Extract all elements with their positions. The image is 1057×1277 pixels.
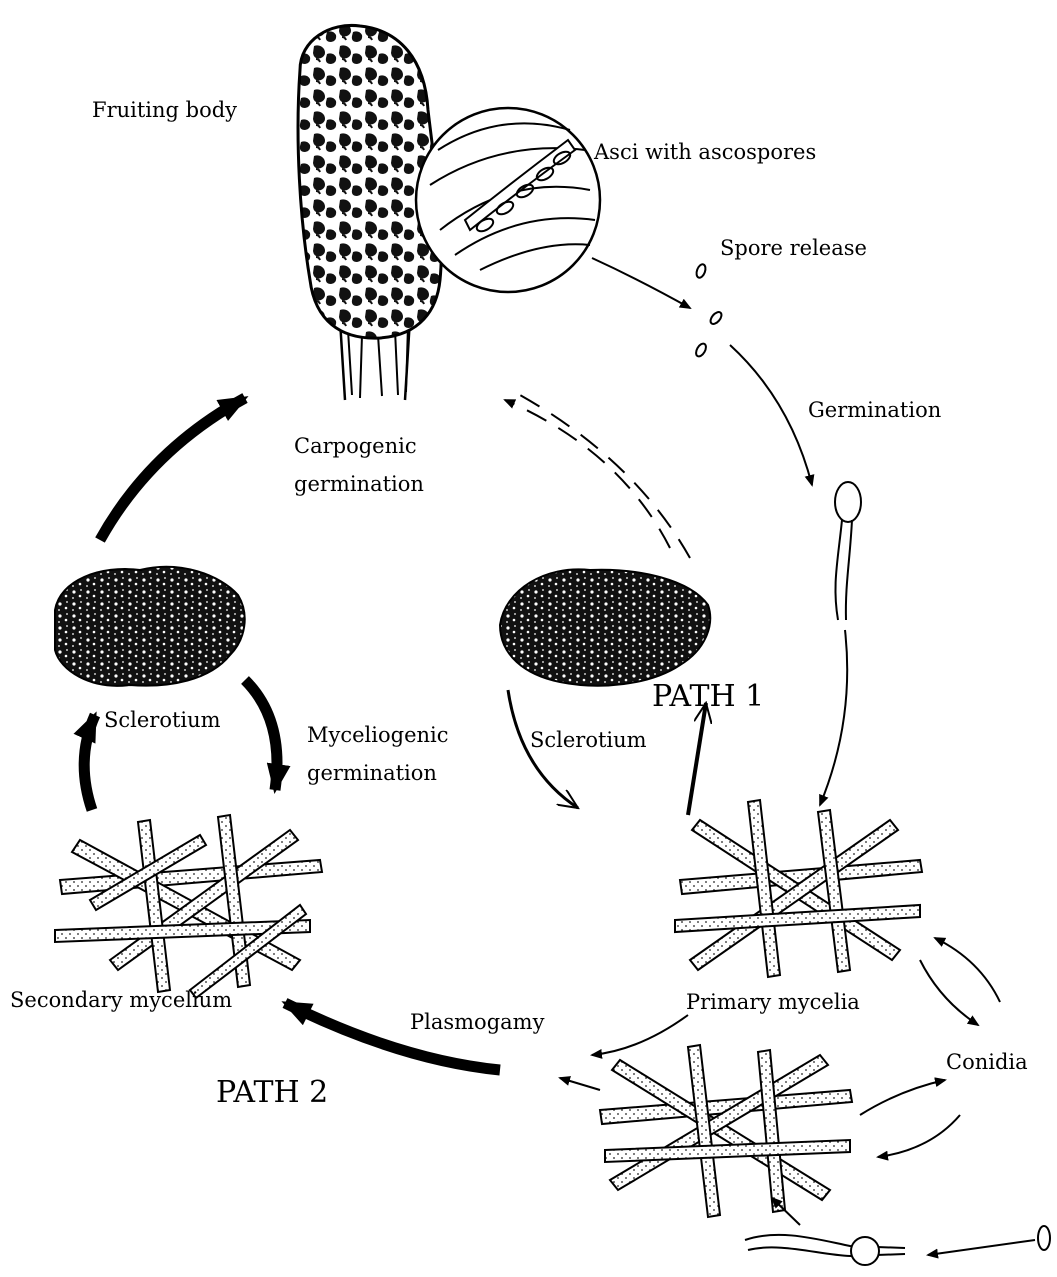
label-carpogenic: Carpogenic [294,434,417,459]
primary-mycelia-lower-illustration [600,1045,852,1217]
label-plasmogamy: Plasmogamy [410,1010,544,1035]
secondary-mycelium-illustration [55,815,322,998]
germinating-spore [835,482,861,620]
label-spore-release: Spore release [720,236,867,261]
asci-illustration [416,108,600,292]
label-path-2: PATH 2 [216,1075,328,1111]
label-path-1: PATH 1 [652,679,764,715]
label-sclerotium-left: Sclerotium [104,708,221,733]
label-primary-mycelia: Primary mycelia [686,990,860,1015]
label-asci: Asci with ascospores [594,140,816,165]
bottom-germinating-spore [745,1226,1050,1265]
primary-mycelia-upper-illustration [675,800,922,977]
label-secondary-mycelium: Secondary mycelium [10,988,232,1013]
sclerotium-left-illustration [55,567,245,686]
label-conidia: Conidia [946,1050,1028,1075]
sclerotium-middle-illustration [500,569,710,685]
label-myceliogenic: Myceliogenic [307,723,449,748]
spores [694,263,724,358]
label-myceliogenic-germination: germination [307,761,437,786]
label-sclerotium-middle: Sclerotium [530,728,647,753]
label-carpogenic-germination: germination [294,472,424,497]
label-germination: Germination [808,398,941,423]
label-fruiting-body: Fruiting body [92,98,237,123]
